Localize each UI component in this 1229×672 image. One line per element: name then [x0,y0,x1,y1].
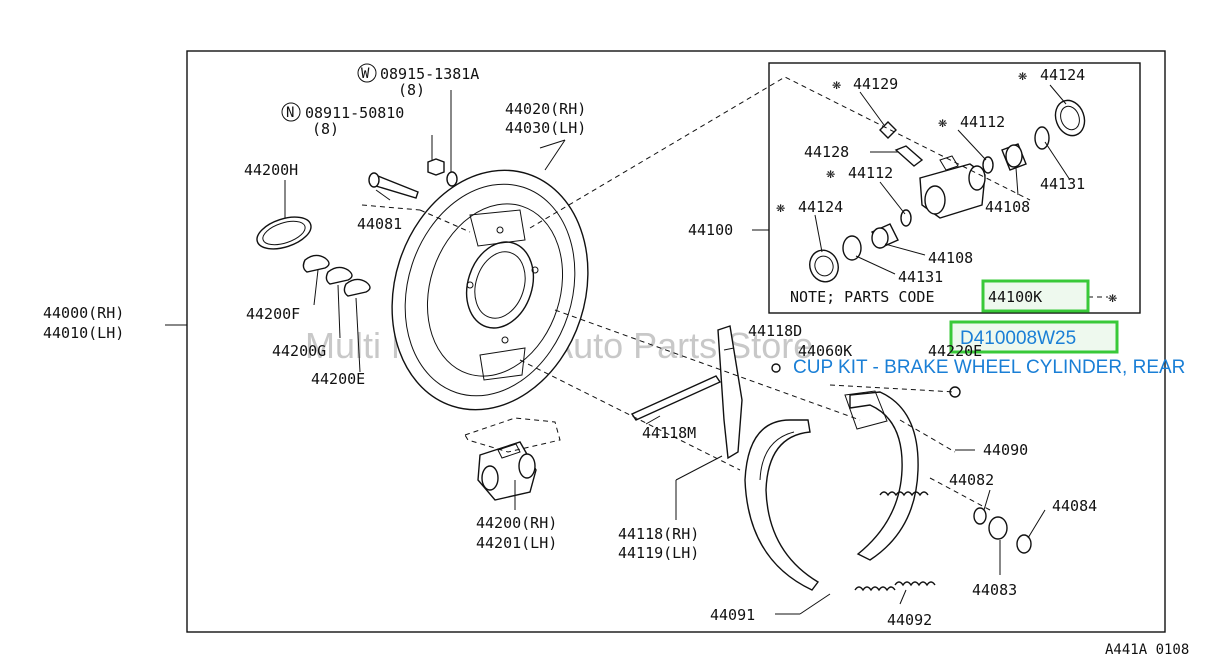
label-44081: 44081 [357,215,402,233]
label-44200g: 44200G [272,342,326,360]
inset-frame [768,62,1141,314]
label-44124-b: 44124 [798,198,843,216]
label-08911-50810: 08911-50810 [305,104,404,122]
label-44129: 44129 [853,75,898,93]
label-44090: 44090 [983,441,1028,459]
label-44201-lh: 44201(LH) [476,534,557,552]
label-44220e: 44220E [928,342,982,360]
label-44131-a: 44131 [1040,175,1085,193]
star-44112-a: ❋ [938,113,947,131]
star-44124-a: ❋ [1018,66,1027,84]
leader-lines [165,76,1108,615]
nut-and-washer [427,158,458,187]
star-44129: ❋ [832,75,841,93]
part-44200h-ring [256,216,312,250]
label-44060k: 44060K [798,342,852,360]
label-44200e: 44200E [311,370,365,388]
part-44118m-strut [630,375,722,421]
star-44124-b: ❋ [776,198,785,216]
label-44112-a: 44112 [960,113,1005,131]
highlight-44100k[interactable] [981,279,1090,313]
label-44084: 44084 [1052,497,1097,515]
label-44112-b: 44112 [848,164,893,182]
label-washer-qty: (8) [398,81,425,99]
springs [854,491,936,592]
label-44118d: 44118D [748,322,802,340]
label-44128: 44128 [804,143,849,161]
label-44020-rh: 44020(RH) [505,100,586,118]
part-44200-clips [302,254,371,297]
label-44200-rh: 44200(RH) [476,514,557,532]
label-44119-lh: 44119(LH) [618,544,699,562]
part-44118-lever [717,325,743,460]
washer-symbol: W [357,63,377,83]
label-44124-a: 44124 [1040,66,1085,84]
label-44100: 44100 [688,221,733,239]
label-44100k[interactable]: 44100K [988,288,1042,306]
wheel-cylinder [477,441,537,501]
part-description-link[interactable]: CUP KIT - BRAKE WHEEL CYLINDER, REAR [793,357,1185,378]
label-08915-1381a: 08915-1381A [380,65,479,83]
label-44083: 44083 [972,581,1017,599]
label-44200h: 44200H [244,161,298,179]
brake-shoes [744,390,919,591]
svg-text:W: W [361,66,370,82]
note-parts-code: NOTE; PARTS CODE [790,288,935,306]
label-44010-lh: 44010(LH) [43,324,124,342]
star-note: ❋ [1108,288,1117,306]
part-44081-bolt [368,172,419,199]
label-44108-a: 44108 [985,198,1030,216]
label-44200f: 44200F [246,305,300,323]
label-44108-b: 44108 [928,249,973,267]
label-44118-rh: 44118(RH) [618,525,699,543]
star-44112-b: ❋ [826,164,835,182]
diagram-code: A441A 0108 [1105,642,1189,658]
label-44000-rh: 44000(RH) [43,304,124,322]
nut-symbol: N [281,102,301,122]
inset-wheel-cylinder [809,99,1086,283]
label-44030-lh: 44030(LH) [505,119,586,137]
label-44082: 44082 [949,471,994,489]
highlight-part-number[interactable] [949,320,1119,354]
label-44118m: 44118M [642,424,696,442]
backing-plate [391,169,589,411]
label-44131-b: 44131 [898,268,943,286]
label-44092: 44092 [887,611,932,629]
label-44091: 44091 [710,606,755,624]
part-number-link[interactable]: D410008W25 [960,328,1076,349]
diagram-frame [186,50,1166,633]
label-nut-qty: (8) [312,120,339,138]
svg-text:N: N [286,105,294,121]
